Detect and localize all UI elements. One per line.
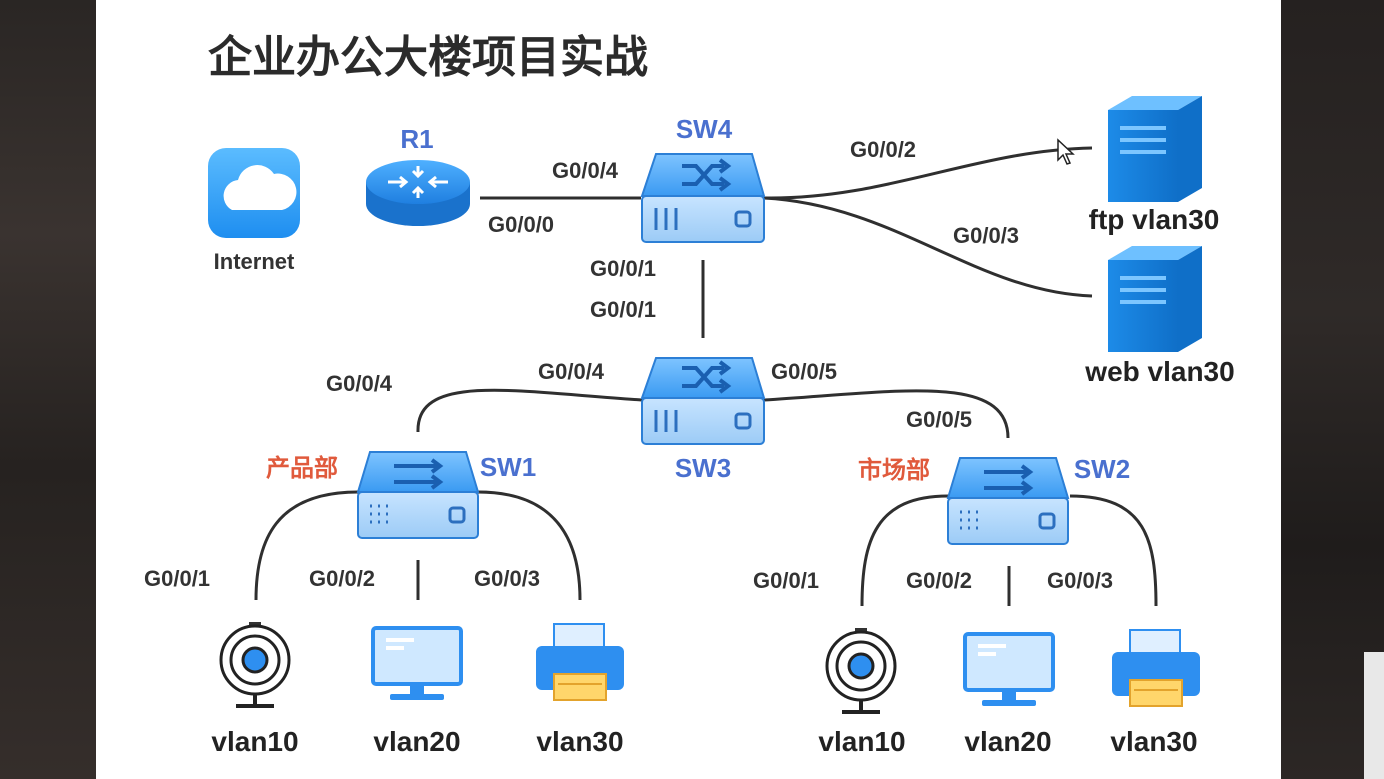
- printer-icon: [536, 623, 624, 701]
- move-cursor-icon: [1057, 138, 1075, 165]
- link-sw1-p3: [477, 490, 582, 601]
- sw3-port-sw4: G0/0/1: [590, 297, 656, 322]
- switch-sw2: G0/0/5 市场部 SW2 G0/0/1 G0/0/2 G0/0/3: [753, 407, 1130, 593]
- web-server: web vlan30: [1084, 246, 1235, 387]
- sw1-port-2: G0/0/2: [309, 566, 375, 591]
- ftp-server: ftp vlan30: [1089, 96, 1220, 235]
- video-background-right: [1281, 0, 1384, 779]
- host-left-printer: vlan30: [536, 623, 624, 757]
- link-sw2-p1: [860, 494, 949, 607]
- video-overlay-corner: [1364, 652, 1384, 779]
- sw3-port-sw2: G0/0/5: [771, 359, 837, 384]
- switch-sw3: G0/0/1 SW3 G0/0/4 G0/0/5: [538, 297, 837, 483]
- sw2-label: SW2: [1074, 454, 1130, 484]
- shuffle-switch-icon: [640, 357, 766, 445]
- ftp-server-label: ftp vlan30: [1089, 204, 1220, 235]
- router-icon: [366, 160, 470, 226]
- sw2-port-1: G0/0/1: [753, 568, 819, 593]
- printer-icon: [1112, 629, 1200, 707]
- router-r1: R1 G0/0/0: [366, 124, 554, 237]
- cloud-icon: [208, 148, 300, 238]
- slide-title: 企业办公大楼项目实战: [208, 32, 648, 83]
- switch-sw1: G0/0/4 产品部 SW1 G0/0/1 G0/0/2 G0/0/3: [144, 371, 540, 591]
- server-icon: [1108, 246, 1202, 352]
- host-left-camera: vlan10: [211, 622, 299, 757]
- monitor-icon: [371, 626, 463, 700]
- sw2-port-sw3: G0/0/5: [906, 407, 972, 432]
- sw4-port-sw3: G0/0/1: [590, 256, 656, 281]
- host-right-camera: vlan10: [818, 628, 906, 757]
- webcam-icon: [825, 628, 897, 714]
- r1-port: G0/0/0: [488, 212, 554, 237]
- host-left-3-label: vlan30: [536, 726, 623, 757]
- host-left-1-label: vlan10: [211, 726, 298, 757]
- internet-label: Internet: [214, 249, 295, 274]
- link-sw3-sw2: [763, 389, 1010, 439]
- sw4-port-ftp: G0/0/2: [850, 137, 916, 162]
- video-background-left: [0, 0, 96, 779]
- host-right-3-label: vlan30: [1110, 726, 1197, 757]
- link-sw4-ftp: [763, 146, 1093, 200]
- host-right-2-label: vlan20: [964, 726, 1051, 757]
- sw2-dept: 市场部: [858, 456, 930, 484]
- arrow-switch-icon: [946, 457, 1070, 545]
- sw2-port-3: G0/0/3: [1047, 568, 1113, 593]
- r1-label: R1: [400, 124, 433, 154]
- sw3-port-sw1: G0/0/4: [538, 359, 605, 384]
- host-left-2-label: vlan20: [373, 726, 460, 757]
- link-sw4-web: [763, 196, 1093, 298]
- sw3-label: SW3: [675, 453, 731, 483]
- shuffle-switch-icon: [640, 153, 766, 243]
- host-right-1-label: vlan10: [818, 726, 905, 757]
- host-right-printer: vlan30: [1110, 629, 1200, 757]
- host-right-monitor: vlan20: [963, 632, 1055, 757]
- switch-sw4: SW4 G0/0/4 G0/0/2 G0/0/3 G0/0/1: [552, 114, 1019, 281]
- network-topology-diagram: 企业办公大楼项目实战 Internet R1 G0/0/0 SW: [144, 32, 1235, 757]
- host-left-monitor: vlan20: [371, 626, 463, 757]
- sw2-port-2: G0/0/2: [906, 568, 972, 593]
- webcam-icon: [219, 622, 291, 708]
- links: [254, 146, 1158, 607]
- arrow-switch-icon: [356, 451, 480, 539]
- internet-node: Internet: [208, 148, 300, 274]
- sw1-label: SW1: [480, 452, 536, 482]
- sw1-port-3: G0/0/3: [474, 566, 540, 591]
- web-server-label: web vlan30: [1084, 356, 1234, 387]
- server-icon: [1108, 96, 1202, 202]
- link-sw2-p3: [1069, 494, 1158, 607]
- sw1-dept: 产品部: [266, 454, 338, 482]
- sw1-port-sw3: G0/0/4: [326, 371, 393, 396]
- slide: 企业办公大楼项目实战 Internet R1 G0/0/0 SW: [96, 0, 1281, 779]
- sw4-port-r1: G0/0/4: [552, 158, 619, 183]
- monitor-icon: [963, 632, 1055, 706]
- sw1-port-1: G0/0/1: [144, 566, 210, 591]
- sw4-port-web: G0/0/3: [953, 223, 1019, 248]
- link-sw1-p1: [254, 490, 359, 601]
- sw4-label: SW4: [676, 114, 733, 144]
- link-sw3-sw1: [416, 388, 643, 433]
